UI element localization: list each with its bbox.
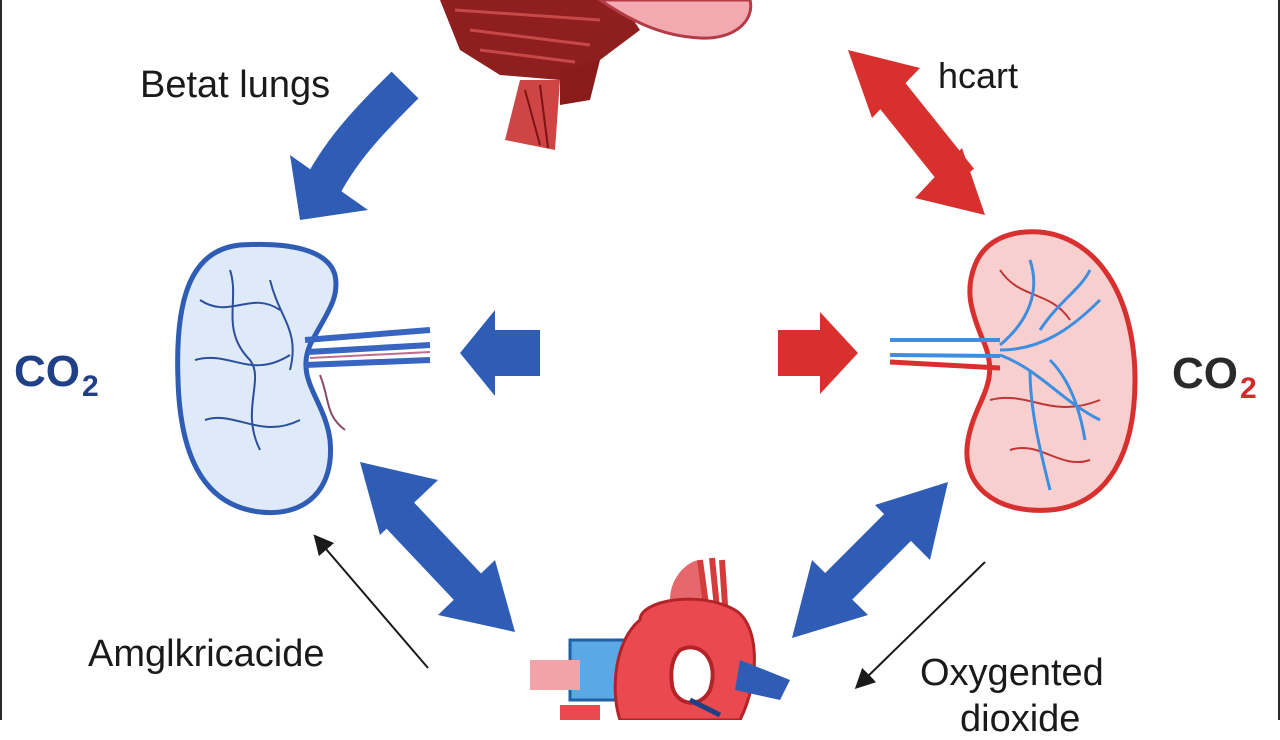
right-frame-border <box>1278 0 1280 720</box>
co2-label-left: CO2 <box>14 350 99 402</box>
co2-right-main: CO <box>1172 349 1238 398</box>
left-frame-border <box>0 0 2 720</box>
label-oxygented: Oxygented <box>920 652 1104 694</box>
co2-right-subscript: 2 <box>1240 372 1257 405</box>
label-hcart: hcart <box>938 55 1019 96</box>
label-amglkricacide: Amglkricacide <box>88 633 325 675</box>
co2-left-subscript: 2 <box>82 370 99 403</box>
diagram-canvas <box>175 0 1138 720</box>
pointer-arrow-right <box>854 561 986 689</box>
label-betat-lungs: Betat lungs <box>140 64 331 106</box>
co2-label-right: CO2 <box>1172 352 1257 404</box>
co2-left-main: CO <box>14 347 80 396</box>
pointer-arrow-left <box>313 534 429 669</box>
arrow-center-right-red <box>778 312 858 394</box>
heart-illustration <box>530 557 790 720</box>
arrow-bottom-right-blue <box>792 482 948 638</box>
label-dioxide: dioxide <box>960 698 1081 740</box>
arrow-bottom-left-blue <box>360 462 515 632</box>
arrow-top-left-blue <box>290 71 419 220</box>
right-kidney-red <box>889 229 1138 513</box>
lungs-illustration <box>440 0 753 150</box>
arrow-top-right-red <box>848 50 985 215</box>
arrow-center-left-blue <box>460 310 540 396</box>
left-kidney-blue <box>175 241 431 516</box>
